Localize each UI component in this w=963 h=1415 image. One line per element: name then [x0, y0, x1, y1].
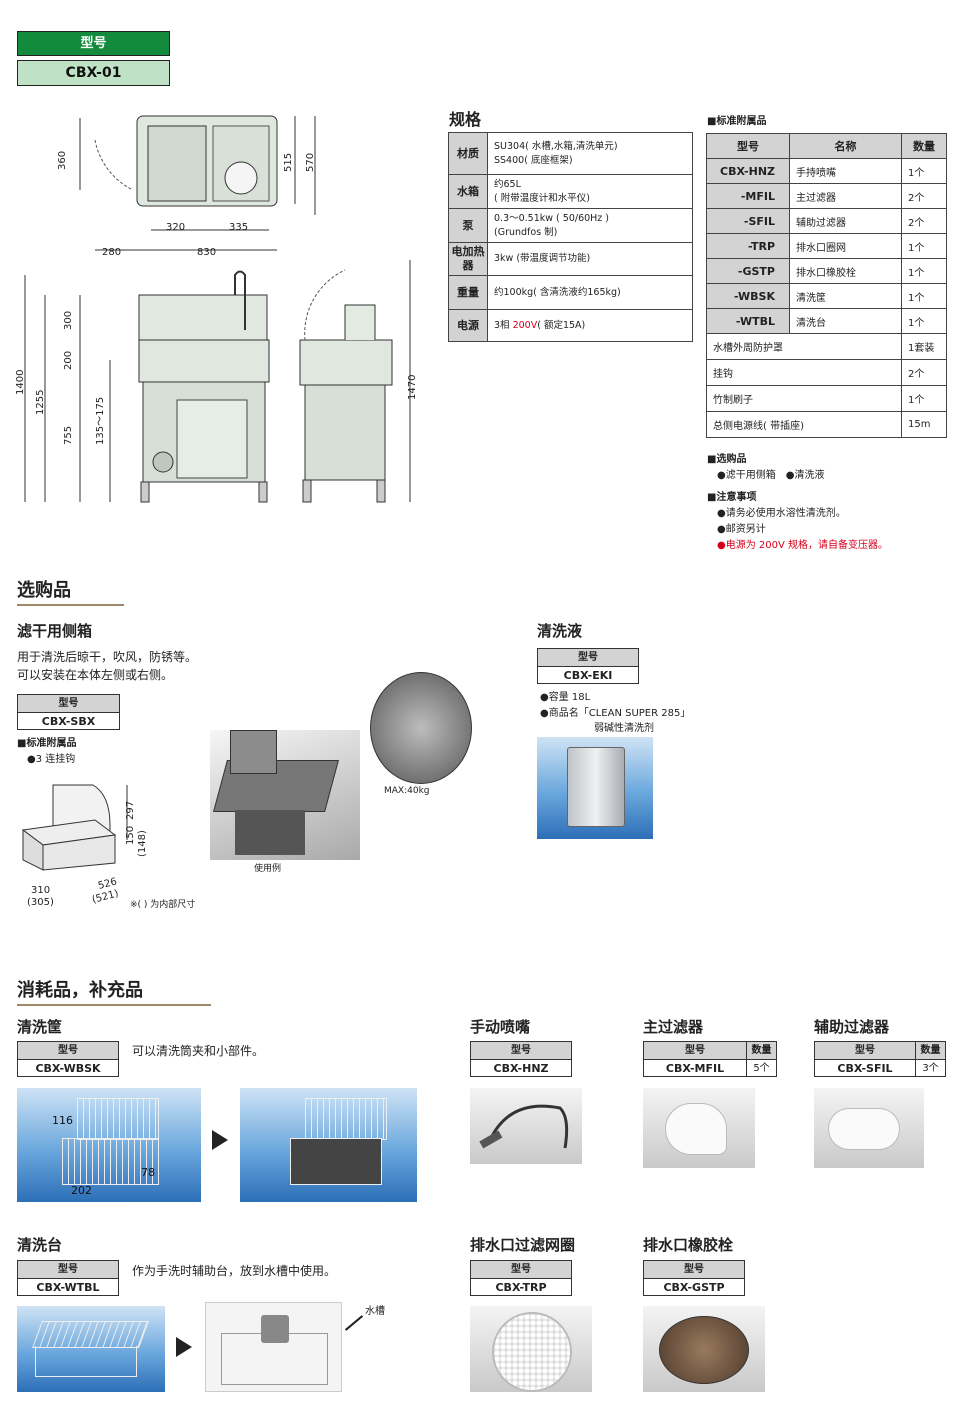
dim-top-2: 320 [166, 222, 185, 233]
dim-side-1: 1470 [407, 375, 418, 400]
nozzle-model: 型号 CBX-HNZ [470, 1041, 572, 1077]
sub-filter-title: 辅助过滤器 [814, 1018, 890, 1036]
svg-text:526: 526 [97, 876, 118, 892]
nozzle-photo [470, 1088, 582, 1164]
accessories-title: ■标准附属品 [707, 116, 767, 127]
svg-text:310: 310 [31, 885, 50, 896]
consumables-title: 消耗品，补充品 [17, 980, 143, 1001]
svg-text:150: 150 [125, 826, 136, 845]
spec-title: 规格 [449, 110, 482, 129]
wash-table-in-tank-photo [205, 1302, 342, 1392]
svg-text:297: 297 [125, 801, 136, 820]
sub-filter-photo [814, 1088, 924, 1168]
dim-top-6: 280 [102, 247, 121, 258]
dim-front-3: 300 [63, 311, 74, 330]
svg-text:(148): (148) [137, 830, 148, 857]
options-section-title: 选购品 [17, 580, 71, 601]
liquid-title: 清洗液 [537, 622, 583, 640]
side-box-model: 型号 CBX-SBX [17, 694, 120, 730]
trap-title: 排水口过滤网圈 [470, 1236, 576, 1254]
max-load-label: MAX:40kg [384, 786, 430, 796]
dimension-drawing: 360 320 335 515 570 280 830 1400 1255 30… [15, 115, 418, 503]
consumables-rule [17, 1004, 211, 1006]
wash-table-model: 型号 CBX-WTBL [17, 1260, 119, 1296]
side-box-title: 滤干用侧箱 [17, 622, 93, 640]
basket-photo-full [240, 1088, 417, 1202]
stopper-photo [643, 1306, 765, 1392]
trap-photo [470, 1306, 592, 1392]
main-filter-title: 主过滤器 [643, 1018, 704, 1036]
side-box-acc-item: ●3 连挂钩 [27, 754, 76, 765]
cautions-title: ■注意事项 [707, 492, 757, 503]
tank-label: 水槽 [365, 1306, 385, 1317]
basket-model: 型号 CBX-WBSK [17, 1041, 119, 1077]
side-box-desc-2: 可以安装在本体左侧或右侧。 [17, 668, 174, 682]
dim-front-6: 135～175 [95, 397, 106, 445]
basket-photo-empty: 116 78 202 [17, 1088, 201, 1202]
options-section-rule [17, 604, 124, 606]
liquid-line-1: ●容量 18L [540, 692, 591, 703]
side-box-zoom-photo [370, 672, 472, 784]
side-box-usage-photo [210, 730, 360, 860]
caution-1: ●请务必使用水溶性清洗剂。 [717, 508, 846, 519]
tank-pointer [344, 1315, 364, 1331]
stopper-model: 型号 CBX-GSTP [643, 1260, 745, 1296]
model-header-value: CBX-01 [17, 60, 170, 86]
stopper-title: 排水口橡胶栓 [643, 1236, 734, 1254]
wash-table-photo [17, 1306, 165, 1392]
nozzle-title: 手动喷嘴 [470, 1018, 531, 1036]
dim-top-5: 570 [305, 153, 316, 172]
liquid-line-3: 弱碱性清洗剂 [594, 723, 654, 734]
dim-top-1: 360 [57, 151, 68, 170]
dim-front-5: 755 [63, 426, 74, 445]
caution-3: ●电源为 200V 规格，请自备变压器。 [717, 540, 889, 551]
liquid-line-2: ●商品名「CLEAN SUPER 285」 [540, 708, 691, 719]
liquid-model: 型号 CBX-EKI [537, 648, 639, 684]
liquid-photo [537, 737, 653, 839]
caution-2: ●邮资另计 [717, 524, 766, 535]
trap-model: 型号 CBX-TRP [470, 1260, 572, 1296]
basket-desc: 可以清洗筒夹和小部件。 [132, 1044, 265, 1058]
side-box-desc-1: 用于清洗后晾干，吹风，防锈等。 [17, 650, 198, 664]
basket-title: 清洗筐 [17, 1018, 63, 1036]
svg-text:(521): (521) [91, 888, 120, 906]
main-filter-photo [643, 1088, 755, 1168]
arrow-right-icon [212, 1130, 228, 1150]
arrow-right-icon [176, 1337, 192, 1357]
dim-top-4: 515 [283, 153, 294, 172]
usage-caption: 使用例 [254, 864, 282, 874]
side-box-drawing: 297 150 (148) 310 (305) 526 (521) [21, 784, 148, 908]
wash-table-desc: 作为手洗时辅助台，放到水槽中使用。 [132, 1264, 337, 1278]
dim-top-7: 830 [197, 247, 216, 258]
model-header-label: 型号 [17, 31, 170, 56]
dim-front-2: 1255 [35, 390, 46, 415]
side-box-acc-title: ■标准附属品 [17, 738, 77, 749]
side-box-note: ※( ) 为内部尺寸 [130, 900, 196, 910]
dim-front-1: 1400 [15, 370, 26, 395]
dim-front-4: 200 [63, 351, 74, 370]
dim-top-3: 335 [229, 222, 248, 233]
options-note-title: ■选购品 [707, 454, 747, 465]
wash-table-title: 清洗台 [17, 1236, 63, 1254]
options-note-items: ●滤干用侧箱 ●清洗液 [717, 470, 825, 481]
svg-text:(305): (305) [27, 897, 54, 908]
